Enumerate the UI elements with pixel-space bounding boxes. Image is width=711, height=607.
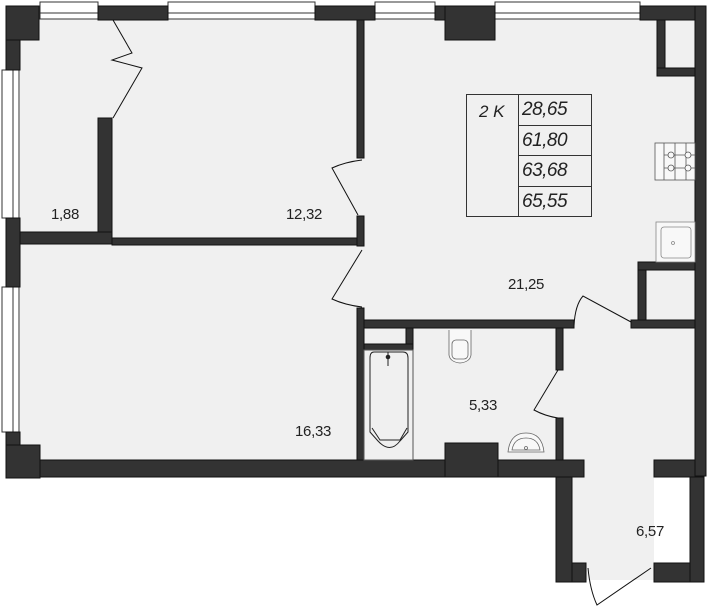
room-area-bathroom: 5,33: [469, 397, 497, 414]
kitchen-sink-icon: [655, 221, 696, 263]
doors: [110, 19, 652, 606]
room-area-balcony: 1,88: [51, 206, 79, 223]
room-count-label: 2 K: [479, 102, 505, 121]
bathtub-icon: [363, 349, 414, 461]
room-area-kitchen-living: 21,25: [508, 276, 545, 293]
room-area-hallway: 6,57: [636, 523, 664, 540]
living-area-value: 28,65: [519, 95, 591, 126]
room-count: 2 K: [467, 95, 519, 216]
washbasin-icon: [507, 432, 545, 453]
stove-icon: [654, 142, 696, 181]
room-area-bedroom-small: 12,32: [286, 206, 323, 223]
total-area-with-balcony-value: 63,68: [519, 156, 591, 187]
area-values: 28,65 61,80 63,68 65,55: [519, 95, 591, 216]
walls: [5, 5, 707, 583]
total-area-full-value: 65,55: [522, 190, 568, 212]
room-area-bedroom-large: 16,33: [295, 423, 332, 440]
total-area-value: 61,80: [519, 126, 591, 156]
apartment-summary-legend: 2 K 28,65 61,80 63,68 65,55: [466, 94, 592, 217]
windows: [1, 1, 641, 433]
toilet-icon: [448, 330, 472, 364]
